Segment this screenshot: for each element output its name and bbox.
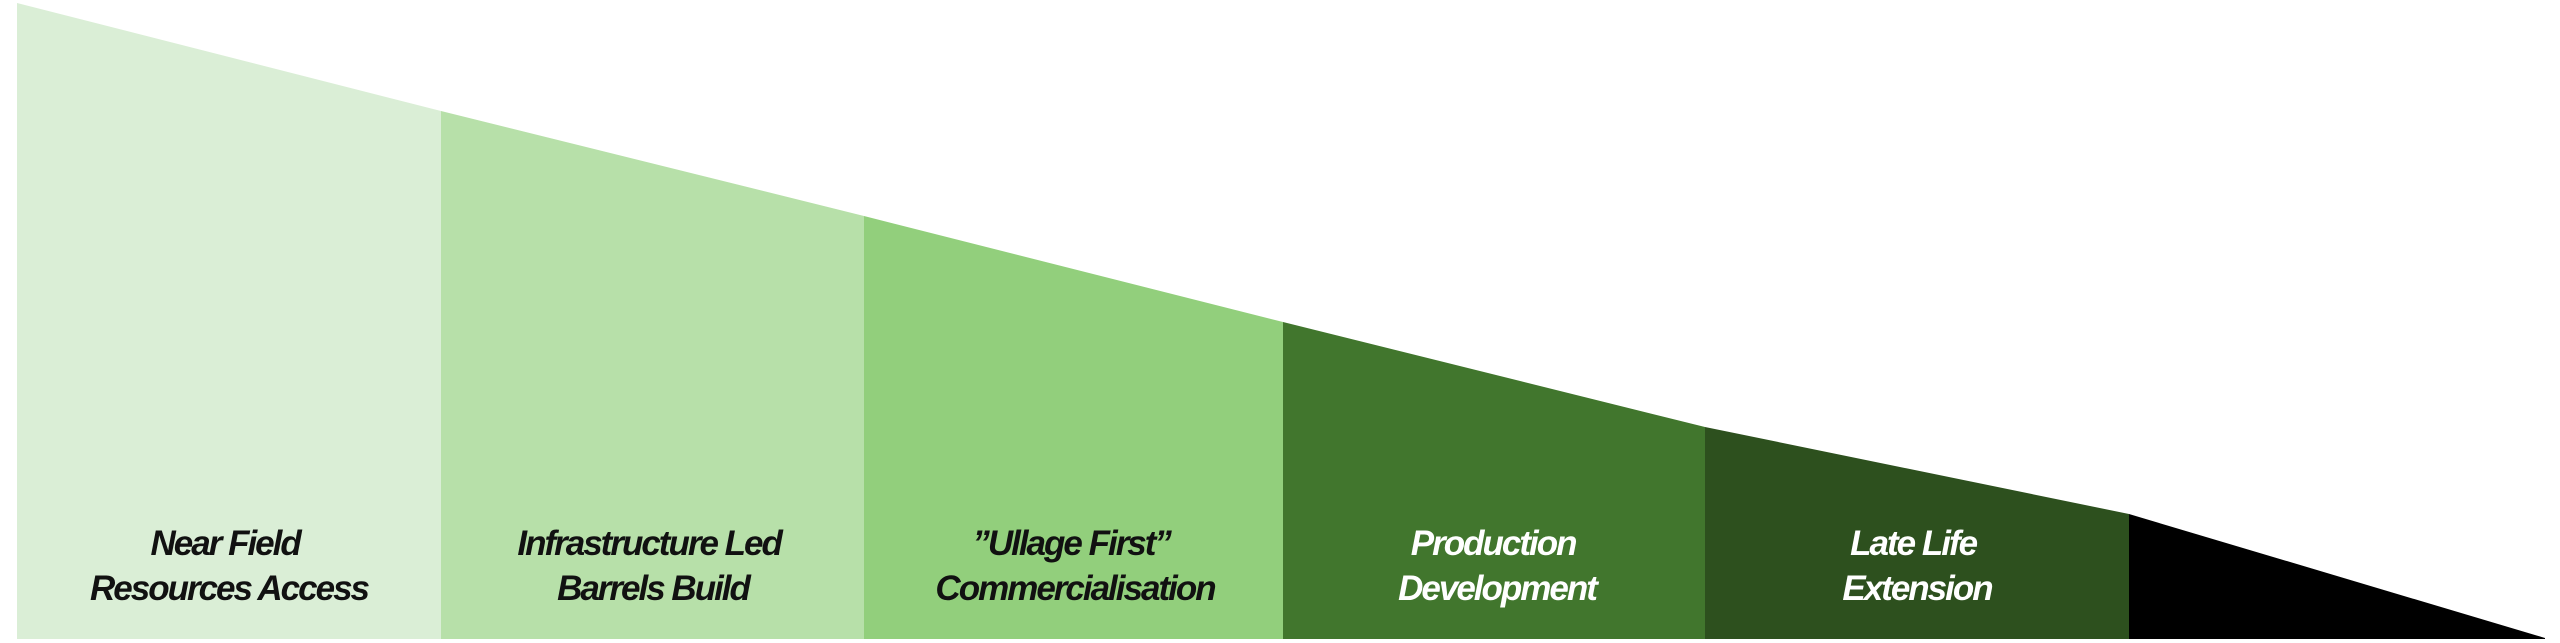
segment-ullage-first-line2: Commercialisation (935, 569, 1215, 608)
segment-near-field-line2: Resources Access (90, 569, 370, 608)
segment-near-field-line1: Near Field (151, 524, 303, 563)
segment-near-field-shape (17, 3, 441, 639)
segment-late-life-shape (1705, 427, 2129, 639)
segment-production-shape (1283, 322, 1705, 639)
segment-infrastructure-shape (441, 111, 864, 639)
segment-infrastructure-line1: Infrastructure Led (517, 524, 783, 563)
segment-production-line1: Production (1411, 524, 1576, 563)
segment-ullage-first-label: ”Ullage First” Commercialisation (935, 524, 1215, 608)
segment-production-label: Production Development (1398, 524, 1599, 608)
segment-production-line2: Development (1398, 569, 1599, 608)
segment-ullage-first-shape (864, 216, 1283, 639)
segment-late-life-line2: Extension (1842, 569, 1992, 608)
segment-ullage-first-line1: ”Ullage First” (972, 524, 1172, 563)
segment-infrastructure-label: Infrastructure Led Barrels Build (517, 524, 788, 608)
segment-late-life-line1: Late Life (1850, 524, 1977, 563)
segment-late-life-label: Late Life Extension (1842, 524, 1992, 608)
segment-infrastructure-line2: Barrels Build (557, 569, 751, 608)
segment-end-shape (2129, 514, 2545, 639)
segment-near-field-label: Near Field Resources Access (90, 524, 370, 608)
